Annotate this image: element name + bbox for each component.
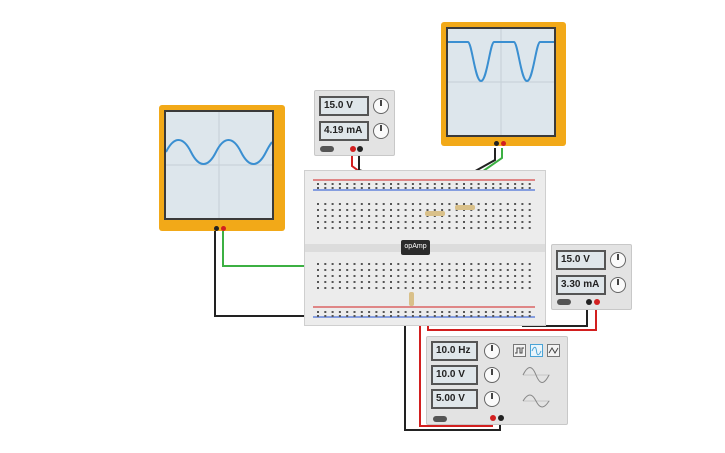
resistor-2[interactable] xyxy=(455,205,475,210)
ps-top-current-display: 4.19 mA xyxy=(319,121,369,141)
ps-right-voltage-display: 15.0 V xyxy=(556,250,606,270)
ps-top-voltage-knob[interactable] xyxy=(373,98,389,114)
fg-frequency-display: 10.0 Hz xyxy=(431,341,478,361)
function-generator[interactable]: 10.0 Hz 10.0 V 5.00 V xyxy=(426,336,568,425)
power-supply-right[interactable]: 15.0 V 3.30 mA xyxy=(551,244,632,310)
ps-top-terminal-pos[interactable] xyxy=(350,146,356,152)
ps-right-current-knob[interactable] xyxy=(610,277,626,293)
triangle-wave-icon[interactable] xyxy=(547,344,560,357)
ps-right-voltage-knob[interactable] xyxy=(610,252,626,268)
ps-right-terminal-neg[interactable] xyxy=(586,299,592,305)
oscilloscope-right[interactable] xyxy=(441,22,566,146)
fg-offset-knob[interactable] xyxy=(484,391,500,407)
square-wave-icon[interactable] xyxy=(513,344,526,357)
sine-wave-icon[interactable] xyxy=(530,344,543,357)
fg-frequency-knob[interactable] xyxy=(484,343,500,359)
scope-left-terminal-neg[interactable] xyxy=(214,226,219,231)
ps-right-current-display: 3.30 mA xyxy=(556,275,606,295)
scope-right-terminal-pos[interactable] xyxy=(501,141,506,146)
oscilloscope-left-screen xyxy=(164,110,274,220)
oscilloscope-left[interactable] xyxy=(159,105,285,231)
ps-top-current-knob[interactable] xyxy=(373,123,389,139)
resistor-1[interactable] xyxy=(425,211,445,216)
ps-top-terminal-neg[interactable] xyxy=(357,146,363,152)
ps-top-voltage-display: 15.0 V xyxy=(319,96,369,116)
waveform-clipped-right xyxy=(448,29,554,135)
fg-terminal-pos[interactable] xyxy=(490,415,496,421)
fg-amplitude-display: 10.0 V xyxy=(431,365,478,385)
scope-left-terminal-pos[interactable] xyxy=(221,226,226,231)
fg-terminal-neg[interactable] xyxy=(498,415,504,421)
fg-power-toggle[interactable] xyxy=(433,416,447,422)
resistor-3[interactable] xyxy=(409,292,414,306)
oscilloscope-right-screen xyxy=(446,27,556,137)
fg-waveform-preview xyxy=(522,367,550,408)
opamp-chip[interactable]: opAmp xyxy=(401,240,430,255)
wire-black-scope-left xyxy=(214,230,320,317)
fg-offset-display: 5.00 V xyxy=(431,389,478,409)
ps-right-power-toggle[interactable] xyxy=(557,299,571,305)
scope-right-terminal-neg[interactable] xyxy=(494,141,499,146)
ps-top-power-toggle[interactable] xyxy=(320,146,334,152)
fg-amplitude-knob[interactable] xyxy=(484,367,500,383)
ps-right-terminal-pos[interactable] xyxy=(594,299,600,305)
waveform-sine-left xyxy=(165,112,273,218)
power-supply-top[interactable]: 15.0 V 4.19 mA xyxy=(314,90,395,156)
